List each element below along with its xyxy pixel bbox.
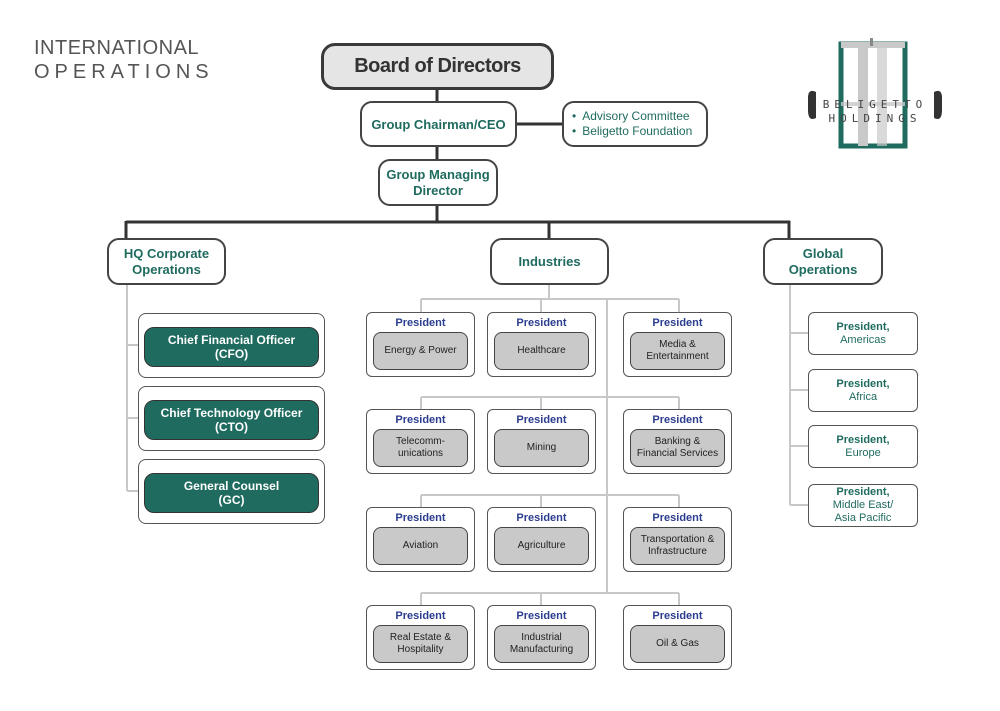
board-of-directors-box: Board of Directors <box>321 43 554 90</box>
industry-president-title: President <box>652 610 703 622</box>
industry-card: President Real Estate &Hospitality <box>366 605 475 670</box>
industry-card: President Banking &Financial Services <box>623 409 732 474</box>
exec-gc-line-1: General Counsel <box>183 479 280 493</box>
industries-box: Industries <box>490 238 609 285</box>
group-managing-director-label: Group Managing Director <box>386 167 489 199</box>
industry-president-title: President <box>395 610 446 622</box>
region-president-title: President, <box>836 486 890 498</box>
exec-cto-line-1: Chief Technology Officer <box>160 406 303 420</box>
industry-name: Healthcare <box>494 332 589 370</box>
exec-pill-cto: Chief Technology Officer (CTO) <box>144 400 319 440</box>
industry-name: Energy & Power <box>373 332 468 370</box>
hq-label-line-2: Operations <box>132 261 201 277</box>
logo-text-line-2: HOLDINGS <box>829 112 922 125</box>
group-managing-director-line-1: Group Managing <box>386 166 490 182</box>
industry-president-title: President <box>652 414 703 426</box>
industry-name: Agriculture <box>494 527 589 565</box>
group-managing-director-line-2: Director <box>413 182 463 198</box>
hq-label-line-1: HQ Corporate <box>123 245 210 261</box>
industry-name: Real Estate &Hospitality <box>373 625 468 663</box>
industry-president-title: President <box>516 317 567 329</box>
beligetto-holdings-logo: BELIGETTO HOLDINGS <box>808 38 942 149</box>
industry-name: Banking &Financial Services <box>630 429 725 467</box>
exec-cfo-line-2: (CFO) <box>214 347 249 361</box>
region-name: Americas <box>840 333 886 346</box>
global-label-line-2: Operations <box>788 261 858 277</box>
advisory-box: Advisory Committee Beligetto Foundation <box>562 101 708 147</box>
industry-president-title: President <box>652 317 703 329</box>
global-label-line-1: Global <box>802 245 844 261</box>
exec-gc-line-2: (GC) <box>218 493 245 507</box>
industry-president-title: President <box>516 610 567 622</box>
exec-cfo-line-1: Chief Financial Officer <box>167 333 296 347</box>
page-title-line-1: INTERNATIONAL <box>34 37 200 59</box>
exec-cto-line-2: (CTO) <box>214 420 249 434</box>
industry-name: Mining <box>494 429 589 467</box>
hq-corporate-operations-box: HQ Corporate Operations <box>107 238 226 285</box>
industry-card: President Media &Entertainment <box>623 312 732 377</box>
industry-card: President Telecomm-unications <box>366 409 475 474</box>
global-operations-box: Global Operations <box>763 238 883 285</box>
industry-name: Telecomm-unications <box>373 429 468 467</box>
board-of-directors-label: Board of Directors <box>354 55 521 77</box>
region-card-europe: President, Europe <box>808 425 918 468</box>
exec-card-cto: Chief Technology Officer (CTO) <box>138 386 325 451</box>
industry-card: President Aviation <box>366 507 475 572</box>
industry-name: Oil & Gas <box>630 625 725 663</box>
global-operations-label: Global Operations <box>789 246 858 278</box>
industry-card: President Energy & Power <box>366 312 475 377</box>
region-president-title: President, <box>836 320 890 333</box>
industry-card: President Healthcare <box>487 312 596 377</box>
region-name: Europe <box>845 446 881 459</box>
advisory-item-committee: Advisory Committee <box>572 109 692 124</box>
industry-president-title: President <box>652 512 703 524</box>
page-title: INTERNATIONAL OPERATIONS <box>34 36 214 84</box>
industry-president-title: President <box>516 414 567 426</box>
group-chairman-ceo-box: Group Chairman/CEO <box>360 101 517 147</box>
region-name: Africa <box>848 390 878 403</box>
industry-president-title: President <box>516 512 567 524</box>
industry-card: President Oil & Gas <box>623 605 732 670</box>
exec-card-cfo: Chief Financial Officer (CFO) <box>138 313 325 378</box>
industry-president-title: President <box>395 414 446 426</box>
group-managing-director-box: Group Managing Director <box>378 159 498 206</box>
advisory-list: Advisory Committee Beligetto Foundation <box>572 109 692 139</box>
industry-president-title: President <box>395 512 446 524</box>
region-president-title: President, <box>836 433 890 446</box>
region-card-americas: President, Americas <box>808 312 918 355</box>
industry-card: President Agriculture <box>487 507 596 572</box>
industries-label: Industries <box>518 253 581 269</box>
region-card-middle-east-asia-pacific: President, Middle East/ Asia Pacific <box>808 484 918 527</box>
region-president-title: President, <box>836 377 890 390</box>
region-name-line-2: Asia Pacific <box>834 512 892 524</box>
page-title-line-2: OPERATIONS <box>34 61 214 83</box>
exec-pill-cfo: Chief Financial Officer (CFO) <box>144 327 319 367</box>
exec-card-gc: General Counsel (GC) <box>138 459 325 524</box>
region-card-africa: President, Africa <box>808 369 918 412</box>
hq-corporate-operations-label: HQ Corporate Operations <box>124 246 209 278</box>
group-chairman-ceo-label: Group Chairman/CEO <box>371 116 506 132</box>
industry-card: President Transportation &Infrastructure <box>623 507 732 572</box>
industry-name: Aviation <box>373 527 468 565</box>
logo-text-line-1: BELIGETTO <box>823 98 928 111</box>
industry-president-title: President <box>395 317 446 329</box>
region-name: Middle East/ <box>832 499 894 511</box>
industry-name: Media &Entertainment <box>630 332 725 370</box>
exec-pill-gc: General Counsel (GC) <box>144 473 319 513</box>
industry-card: President Mining <box>487 409 596 474</box>
industry-name: Transportation &Infrastructure <box>630 527 725 565</box>
advisory-item-foundation: Beligetto Foundation <box>572 124 692 139</box>
